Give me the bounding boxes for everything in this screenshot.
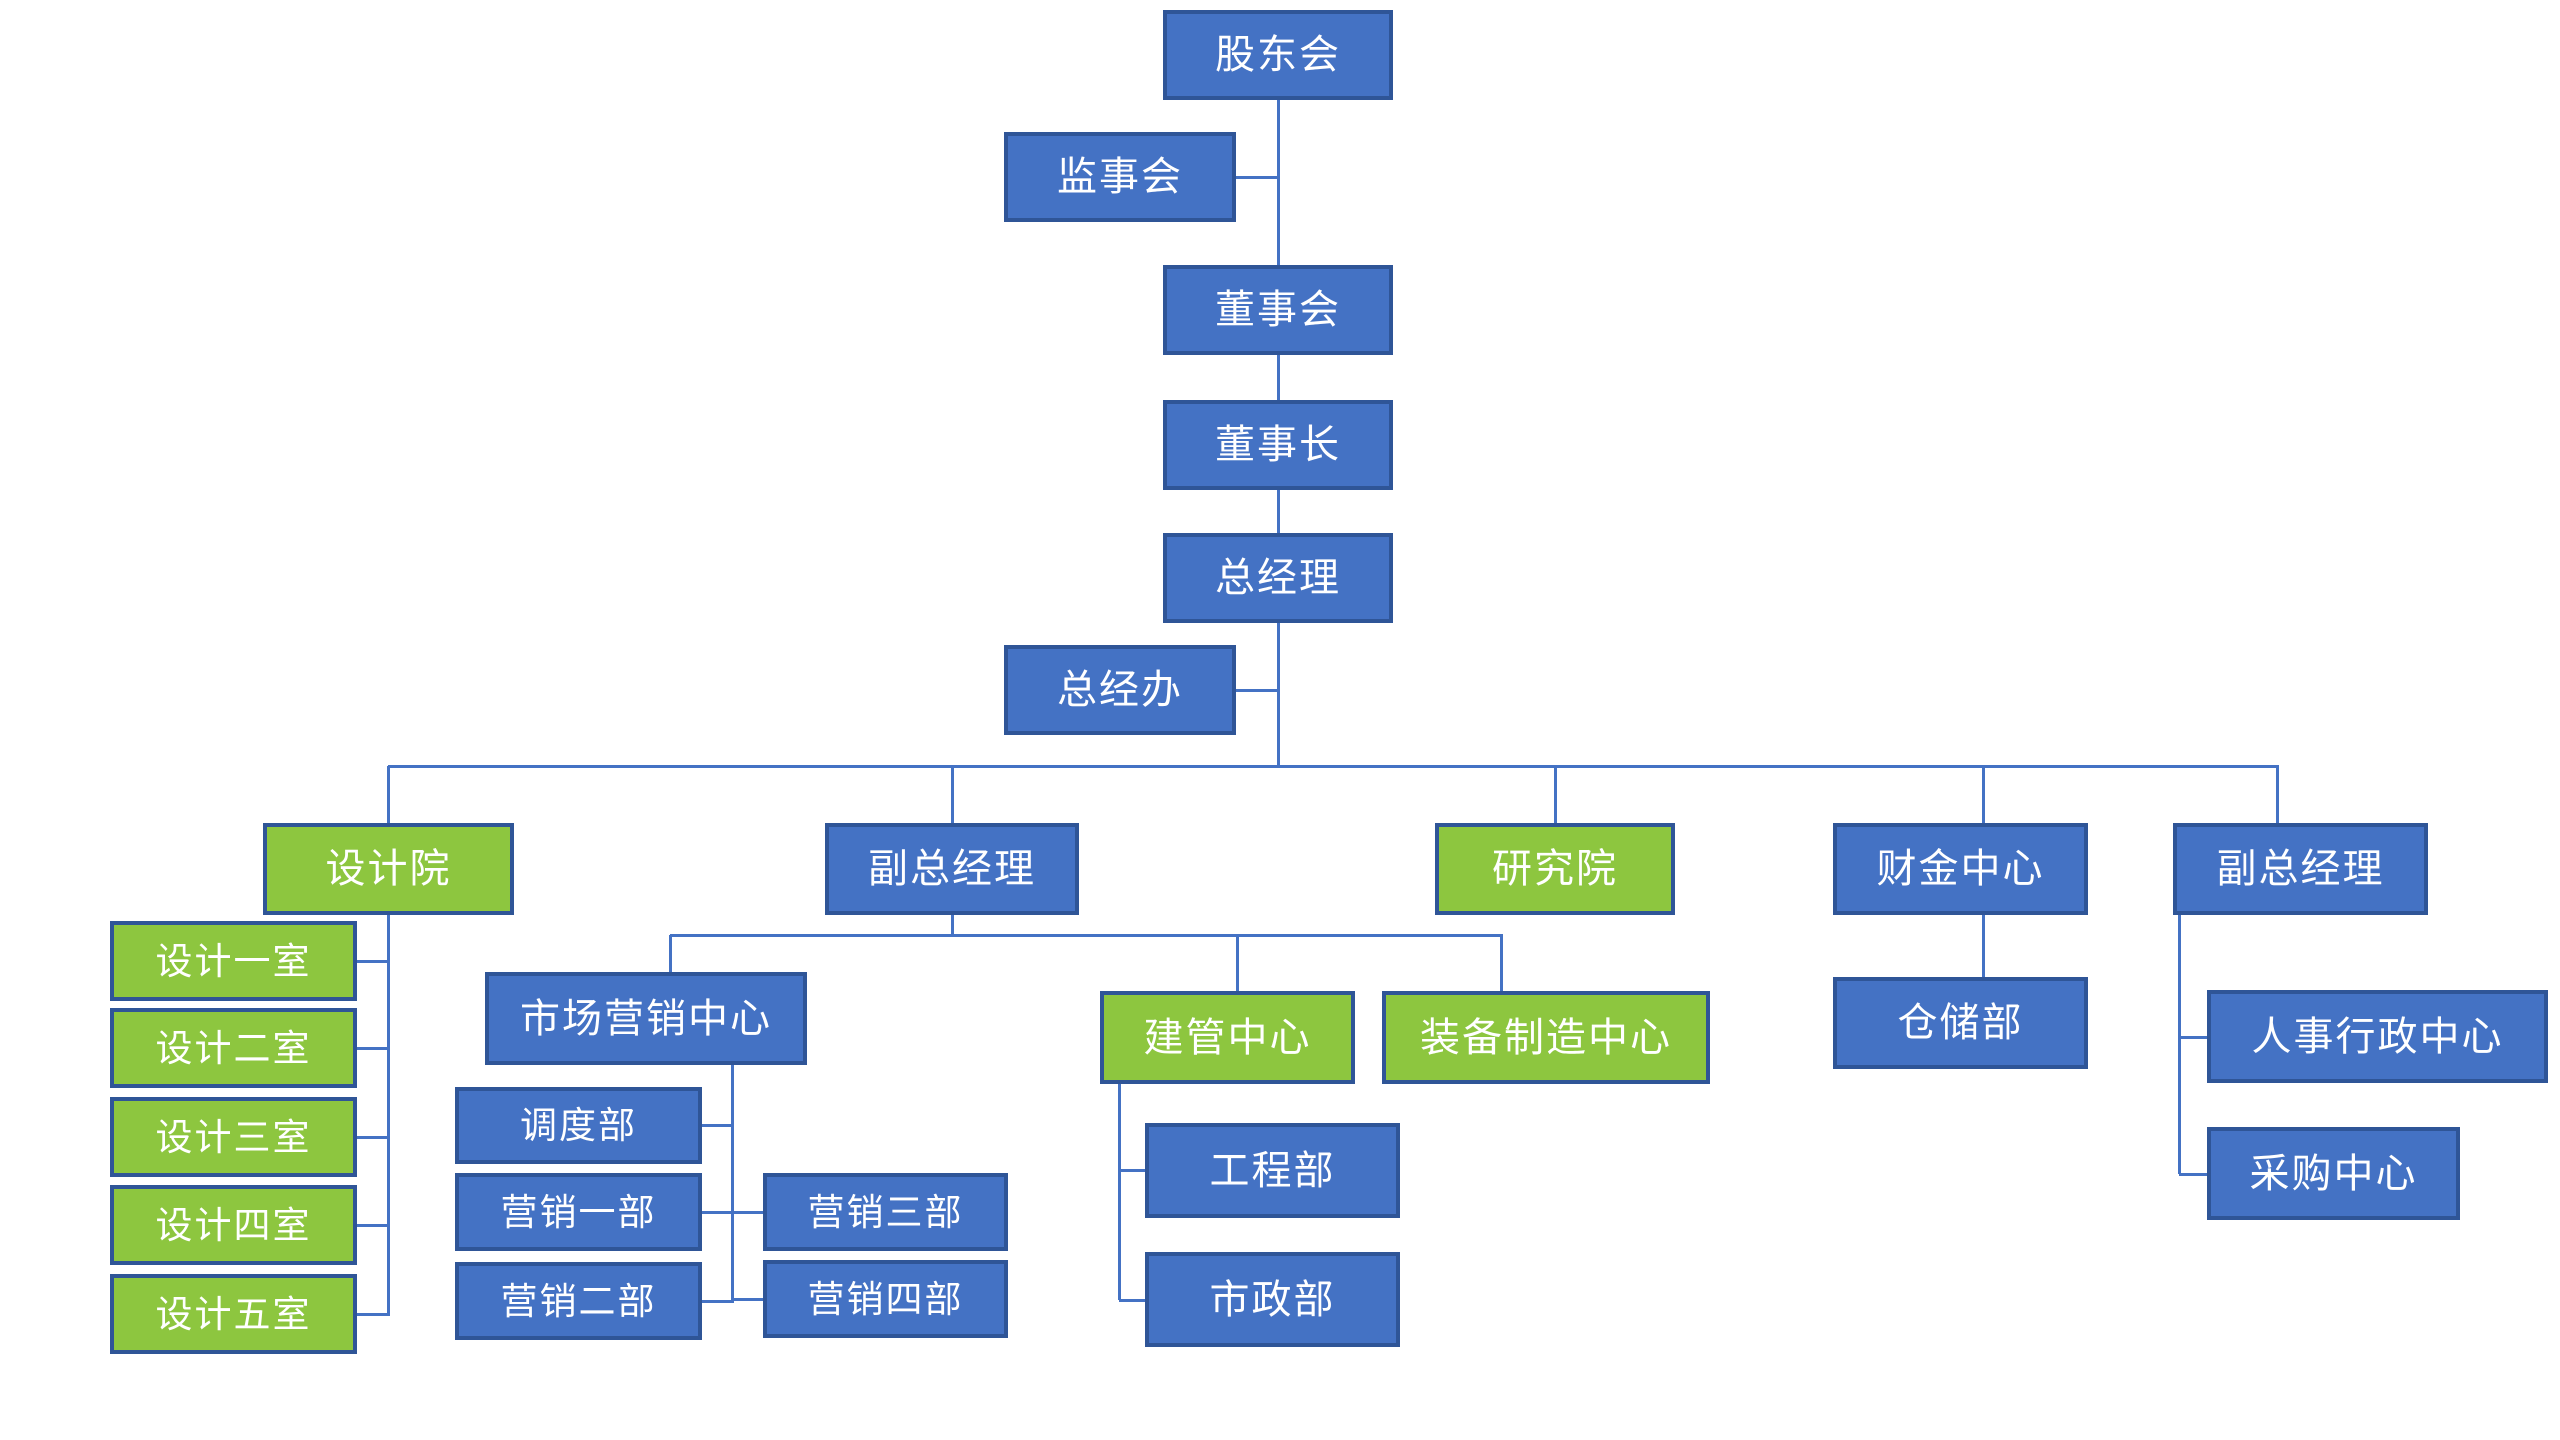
org-node-label: 设计五室 [155, 1293, 312, 1335]
org-node-marketing-dept-4[interactable]: 营销四部 [763, 1260, 1008, 1338]
org-node-deputy-gm-left[interactable]: 副总经理 [825, 823, 1079, 915]
org-node-label: 营销二部 [500, 1280, 657, 1322]
org-node-label: 设计一室 [155, 940, 312, 982]
org-node-label: 设计院 [325, 847, 452, 891]
connector-line [1981, 915, 1985, 977]
connector-line [1117, 1084, 1121, 1300]
connector-line [1235, 935, 1239, 991]
org-node-equipment-mfg-center[interactable]: 装备制造中心 [1382, 991, 1710, 1084]
connector-line [1276, 355, 1280, 400]
connector-line [732, 1297, 765, 1301]
org-node-supervisory-board[interactable]: 监事会 [1004, 132, 1236, 222]
connector-line [1499, 935, 1503, 991]
org-node-warehouse-dept[interactable]: 仓储部 [1833, 977, 2088, 1069]
org-node-label: 设计四室 [155, 1204, 312, 1246]
connector-line [950, 915, 954, 935]
connector-line [1553, 766, 1557, 823]
org-node-label: 采购中心 [2249, 1151, 2418, 1196]
org-node-deputy-gm-right[interactable]: 副总经理 [2173, 823, 2428, 915]
connector-line [357, 1046, 390, 1050]
org-node-shareholders[interactable]: 股东会 [1163, 10, 1393, 100]
org-node-label: 副总经理 [868, 847, 1036, 891]
org-node-hr-admin-center[interactable]: 人事行政中心 [2207, 990, 2548, 1083]
connector-line [950, 766, 954, 823]
connector-line [1276, 623, 1280, 766]
connector-line [702, 1210, 734, 1214]
org-node-label: 总经办 [1057, 668, 1183, 712]
connector-line [668, 935, 672, 972]
org-node-label: 建管中心 [1143, 1015, 1312, 1060]
org-node-label: 董事会 [1215, 288, 1341, 332]
connector-line [2179, 1035, 2209, 1039]
org-node-label: 总经理 [1215, 556, 1341, 600]
org-node-municipal-dept[interactable]: 市政部 [1145, 1252, 1400, 1347]
org-node-research-institute[interactable]: 研究院 [1435, 823, 1675, 915]
org-node-label: 设计二室 [155, 1027, 312, 1069]
connector-line [386, 915, 390, 1314]
org-node-marketing-dept-3[interactable]: 营销三部 [763, 1173, 1008, 1251]
org-node-design-institute[interactable]: 设计院 [263, 823, 514, 915]
org-node-label: 监事会 [1057, 155, 1183, 199]
org-node-design-room-3[interactable]: 设计三室 [110, 1097, 357, 1177]
connector-line [386, 766, 390, 823]
connector-line [670, 933, 1503, 937]
connector-line [357, 1312, 390, 1316]
org-node-label: 调度部 [520, 1105, 637, 1146]
org-node-design-room-5[interactable]: 设计五室 [110, 1274, 357, 1354]
connector-line [702, 1123, 734, 1127]
connector-line [388, 764, 2279, 768]
org-node-label: 董事长 [1215, 423, 1341, 467]
org-node-label: 装备制造中心 [1420, 1015, 1672, 1060]
org-node-label: 工程部 [1209, 1148, 1336, 1193]
org-node-marketing-dept-1[interactable]: 营销一部 [455, 1173, 702, 1251]
org-node-marketing-dept-2[interactable]: 营销二部 [455, 1262, 702, 1340]
org-node-label: 财金中心 [1876, 847, 2045, 891]
org-node-gm-office[interactable]: 总经办 [1004, 645, 1236, 735]
org-node-board-of-directors[interactable]: 董事会 [1163, 265, 1393, 355]
connector-line [2275, 766, 2279, 823]
connector-line [357, 959, 390, 963]
org-node-chairman[interactable]: 董事长 [1163, 400, 1393, 490]
org-node-label: 研究院 [1492, 847, 1618, 891]
connector-line [732, 1210, 765, 1214]
org-node-design-room-2[interactable]: 设计二室 [110, 1008, 357, 1088]
org-node-procurement-center[interactable]: 采购中心 [2207, 1127, 2460, 1220]
org-node-label: 营销三部 [807, 1191, 964, 1233]
connector-line [1276, 100, 1280, 265]
connector-line [357, 1135, 390, 1139]
connector-line [730, 1065, 734, 1301]
org-node-label: 营销一部 [500, 1191, 657, 1233]
org-node-label: 市政部 [1209, 1277, 1336, 1322]
org-node-finance-center[interactable]: 财金中心 [1833, 823, 2088, 915]
connector-line [357, 1223, 390, 1227]
org-node-construction-mgmt-center[interactable]: 建管中心 [1100, 991, 1355, 1084]
connector-line [1236, 688, 1280, 692]
connector-line [1981, 766, 1985, 823]
org-node-label: 设计三室 [155, 1116, 312, 1158]
org-node-label: 市场营销中心 [520, 996, 772, 1041]
org-node-design-room-1[interactable]: 设计一室 [110, 921, 357, 1001]
org-node-dispatch-dept[interactable]: 调度部 [455, 1087, 702, 1164]
connector-line [1276, 490, 1280, 533]
org-node-design-room-4[interactable]: 设计四室 [110, 1185, 357, 1265]
connector-line [2179, 1172, 2209, 1176]
org-node-label: 副总经理 [2216, 847, 2385, 891]
connector-line [1119, 1168, 1147, 1172]
connector-line [702, 1299, 734, 1303]
connector-line [1236, 175, 1280, 179]
connector-line [2177, 915, 2181, 1174]
org-node-general-manager[interactable]: 总经理 [1163, 533, 1393, 623]
org-node-label: 股东会 [1215, 33, 1341, 77]
org-node-label: 仓储部 [1897, 1001, 2024, 1045]
org-node-label: 营销四部 [807, 1278, 964, 1320]
org-node-marketing-center[interactable]: 市场营销中心 [485, 972, 807, 1065]
org-node-engineering-dept[interactable]: 工程部 [1145, 1123, 1400, 1218]
connector-line [1119, 1298, 1147, 1302]
org-node-label: 人事行政中心 [2251, 1014, 2504, 1059]
